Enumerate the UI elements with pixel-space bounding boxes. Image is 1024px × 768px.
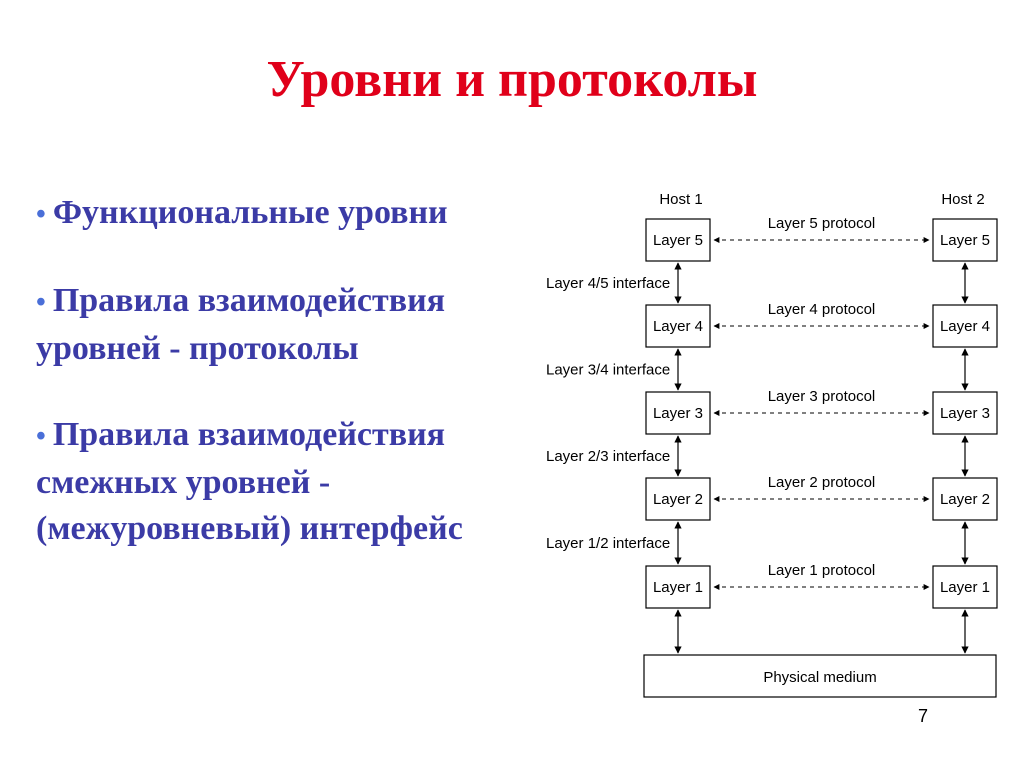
interface-label: Layer 2/3 interface <box>546 448 670 465</box>
bullet-dot-icon: • <box>36 421 53 452</box>
slide-title: Уровни и протоколы <box>266 51 758 108</box>
host1-layer-label: Layer 4 <box>653 318 703 335</box>
host2-layer-label: Layer 3 <box>940 405 990 422</box>
interface-label: Layer 4/5 interface <box>546 275 670 292</box>
host2-layer-box <box>932 477 998 521</box>
bullet-item: • Функциональные уровни <box>36 190 556 238</box>
bullet-text: Функциональные уровни <box>52 194 448 231</box>
host1-label: Host 1 <box>659 191 702 208</box>
host1-layer-box <box>645 391 711 435</box>
host2-layer-box <box>932 391 998 435</box>
bullet-item: • Правила взаимодействия смежных уровней … <box>36 412 556 552</box>
bullet-item: • Правила взаимодействия уровней - проток… <box>36 278 556 372</box>
bullet-line: смежных уровней - <box>36 460 556 506</box>
host2-layer-label: Layer 2 <box>940 491 990 508</box>
host2-layer-label: Layer 1 <box>940 579 990 596</box>
bullet-dot-icon: • <box>36 287 53 318</box>
bullet-dot-icon: • <box>36 199 53 230</box>
host2-layer-box <box>932 218 998 262</box>
bullet-text: Правила взаимодействия <box>52 282 446 319</box>
host1-layer-label: Layer 3 <box>653 405 703 422</box>
host2-label: Host 2 <box>941 191 984 208</box>
protocol-label: Layer 5 protocol <box>768 215 876 232</box>
protocol-label: Layer 3 protocol <box>768 388 876 405</box>
protocol-label: Layer 1 protocol <box>768 562 876 579</box>
host1-layer-label: Layer 1 <box>653 579 703 596</box>
host1-layer-label: Layer 2 <box>653 491 703 508</box>
host1-layer-box <box>645 218 711 262</box>
host1-layer-box <box>645 477 711 521</box>
bullet-list: • Функциональные уровни• Правила взаимод… <box>36 190 556 592</box>
bullet-text: уровней - протоколы <box>36 330 359 367</box>
protocol-label: Layer 2 protocol <box>768 474 876 491</box>
bullet-line: уровней - протоколы <box>36 326 556 372</box>
physical-medium-label: Physical medium <box>763 669 876 686</box>
bullet-line: • Правила взаимодействия <box>36 412 556 460</box>
host1-layer-box <box>645 304 711 348</box>
host2-layer-box <box>932 304 998 348</box>
host1-layer-box <box>645 565 711 609</box>
interface-label: Layer 1/2 interface <box>546 535 670 552</box>
physical-medium-box <box>643 654 997 698</box>
protocol-label: Layer 4 protocol <box>768 301 876 318</box>
host2-layer-label: Layer 4 <box>940 318 990 335</box>
host2-layer-label: Layer 5 <box>940 232 990 249</box>
page-number: 7 <box>918 706 929 726</box>
bullet-line: • Функциональные уровни <box>36 190 556 238</box>
bullet-line: • Правила взаимодействия <box>36 278 556 326</box>
bullet-text: смежных уровней - <box>36 464 331 501</box>
host1-layer-label: Layer 5 <box>653 232 703 249</box>
bullet-text: Правила взаимодействия <box>52 416 446 453</box>
host2-layer-box <box>932 565 998 609</box>
bullet-text: (межуровневый) интерфейс <box>36 510 463 547</box>
interface-label: Layer 3/4 interface <box>546 362 670 379</box>
bullet-line: (межуровневый) интерфейс <box>36 506 556 552</box>
